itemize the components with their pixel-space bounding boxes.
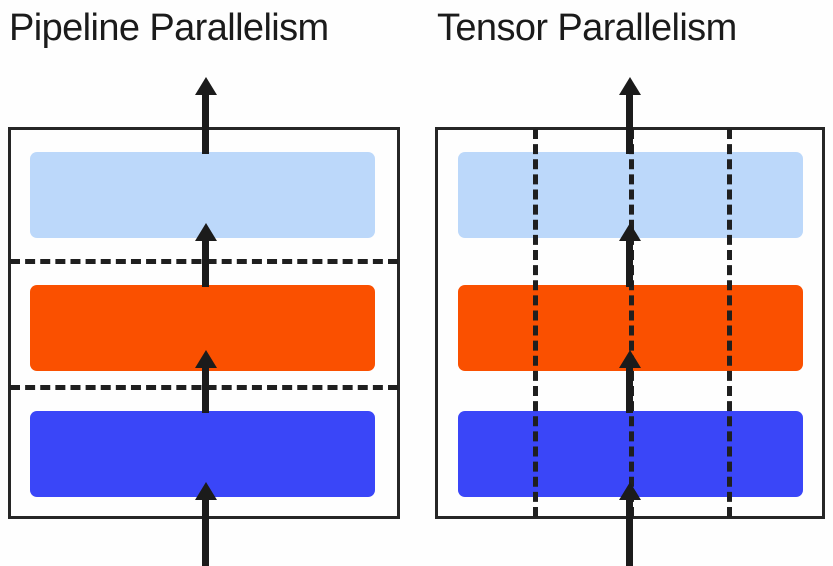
pipeline-arrow-output <box>202 92 209 154</box>
pipeline-arrow-input <box>202 497 209 566</box>
pipeline-arrow-stage-2-to-3 <box>202 238 209 287</box>
tensor-arrow-output <box>626 92 633 154</box>
panel-title-pipeline: Pipeline Parallelism <box>9 7 329 49</box>
tensor-arrow-stage-1-to-2 <box>626 365 633 413</box>
pipeline-arrow-stage-1-to-2 <box>202 365 209 413</box>
tensor-shard-divider-right <box>727 129 732 517</box>
tensor-shard-divider-left <box>533 129 538 517</box>
tensor-shard-divider-center <box>629 129 634 517</box>
tensor-arrow-input <box>626 497 633 566</box>
panel-title-tensor: Tensor Parallelism <box>437 7 737 49</box>
tensor-arrow-stage-2-to-3 <box>626 238 633 287</box>
